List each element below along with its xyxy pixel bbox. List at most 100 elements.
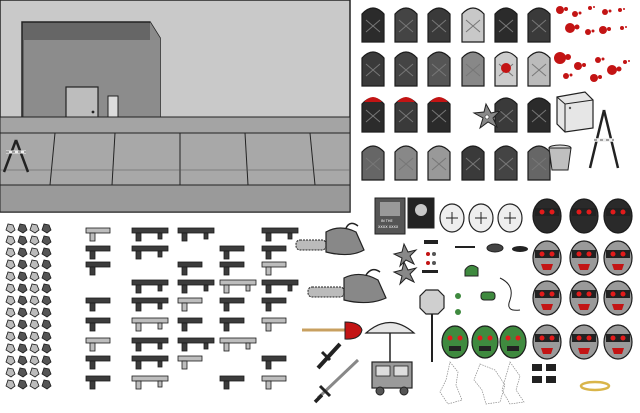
gun-sprite <box>85 261 111 276</box>
rock-debris <box>17 283 28 294</box>
poster: IN THE XXXX XXXX <box>374 197 406 235</box>
blood-splatter <box>588 6 595 10</box>
rock-debris <box>41 283 52 294</box>
rock-debris <box>29 367 40 378</box>
sidewalk-back <box>0 116 351 134</box>
poster <box>407 197 435 229</box>
blood-splatter <box>590 74 602 82</box>
hooded-torso-sprite <box>494 7 518 43</box>
gun-sprite <box>85 317 111 332</box>
rock-debris <box>5 343 16 354</box>
ghost-outline <box>439 361 525 405</box>
rock-debris <box>17 379 28 390</box>
rock-debris <box>5 271 16 282</box>
rock-debris <box>41 355 52 366</box>
rock-debris <box>17 331 28 342</box>
blood-splatter <box>556 6 568 14</box>
blood-splatter <box>623 60 630 64</box>
gun-sprite <box>219 337 257 352</box>
gun-sprite <box>219 279 257 294</box>
wall-sign <box>107 95 119 119</box>
gun-sprite <box>177 297 203 312</box>
masked-head <box>603 240 633 276</box>
rock-debris-grid <box>5 223 52 390</box>
rock-debris <box>29 379 40 390</box>
chainsaw-sprite <box>307 268 387 304</box>
blood-splatter <box>607 65 622 75</box>
road-barrier <box>2 139 30 173</box>
masked-head <box>569 280 599 316</box>
gun-sprite <box>219 297 245 312</box>
gun-sprite <box>261 375 287 390</box>
blood-splatter <box>574 62 586 70</box>
rock-debris <box>41 307 52 318</box>
hooded-torso-sprite <box>527 7 551 43</box>
blood-splatter <box>595 57 605 63</box>
hooded-torso-sprite <box>361 97 385 133</box>
crosshair-icon <box>439 203 465 233</box>
zombie-head <box>471 325 499 359</box>
rock-debris <box>5 283 16 294</box>
hooded-torso-sprite <box>427 145 451 181</box>
plunger <box>302 321 363 340</box>
hooded-torso-sprite <box>461 51 485 87</box>
rock-debris <box>17 247 28 258</box>
rock-debris <box>5 223 16 234</box>
gun-sprite <box>177 227 215 242</box>
blood-splatter <box>572 11 582 17</box>
zombie-head <box>441 325 469 359</box>
hooded-torso-sprite <box>527 51 551 87</box>
rock-debris <box>29 343 40 354</box>
gun-sprite <box>131 227 169 242</box>
blood-splatter <box>618 8 625 12</box>
gun-sprite <box>177 261 203 276</box>
stop-sign <box>419 289 445 362</box>
rock-debris <box>41 235 52 246</box>
rock-debris <box>29 331 40 342</box>
hooded-torso-sprite <box>461 7 485 43</box>
gun-sprite <box>85 297 111 312</box>
vendor-cart <box>371 361 413 396</box>
masked-head <box>603 198 633 234</box>
gun-sprite <box>219 261 245 276</box>
small-item-cluster <box>532 364 556 383</box>
chainsaw-sprite <box>295 222 365 256</box>
hooded-torso-sprite <box>494 145 518 181</box>
gun-sprite <box>261 279 299 294</box>
rock-debris <box>17 355 28 366</box>
gun-sprite <box>261 297 287 312</box>
gun-sprite <box>131 355 169 370</box>
rock-debris <box>17 259 28 270</box>
gun-sprite <box>219 245 245 260</box>
door-knob <box>91 110 95 114</box>
rock-debris <box>41 247 52 258</box>
poster-label: IN THE <box>381 219 393 223</box>
gun-sprite <box>261 261 287 276</box>
hooded-torso-sprite <box>394 51 418 87</box>
small-item-cluster <box>422 240 528 315</box>
gun-sprite <box>85 227 111 242</box>
masked-head <box>569 324 599 360</box>
gun-sprite <box>261 245 287 260</box>
gun-sprite <box>177 355 203 370</box>
gun-sprite <box>219 317 245 332</box>
rock-debris <box>17 319 28 330</box>
gun-sprite <box>261 355 287 370</box>
rock-debris <box>41 367 52 378</box>
hooded-torso-sprite <box>427 51 451 87</box>
gun-sprite <box>261 227 299 242</box>
rock-debris <box>29 295 40 306</box>
gun-sprite <box>177 337 215 352</box>
masked-head <box>569 240 599 276</box>
rock-debris <box>41 343 52 354</box>
gun-sprite <box>177 317 203 332</box>
rock-debris <box>17 295 28 306</box>
rock-debris <box>29 319 40 330</box>
blood-splatter <box>585 29 595 35</box>
hooded-torso-sprite <box>527 145 551 181</box>
masked-head-grid <box>532 198 633 360</box>
rock-debris <box>5 235 16 246</box>
blood-splatter <box>599 26 611 34</box>
gun-sprite <box>85 337 111 352</box>
